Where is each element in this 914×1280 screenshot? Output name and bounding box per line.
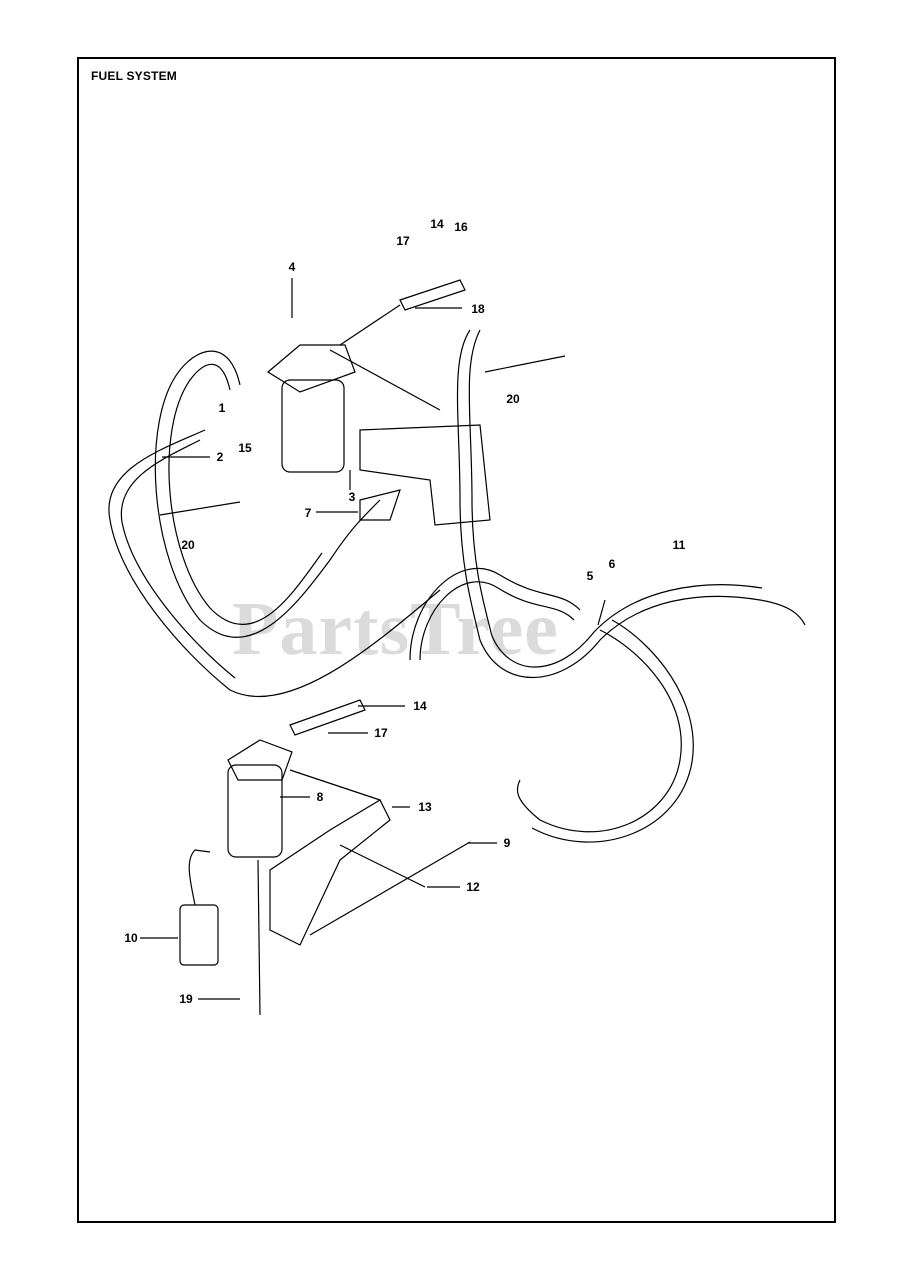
diagram-frame	[77, 57, 836, 1223]
callout-20-lower: 20	[181, 538, 195, 552]
callout-15: 15	[238, 441, 252, 455]
hose-2	[108, 429, 441, 697]
hose-11	[456, 329, 806, 679]
hose-5-inner	[531, 619, 694, 843]
callout-17-lower: 17	[374, 726, 388, 740]
callout-9: 9	[503, 836, 511, 850]
callout-14-lower: 14	[413, 699, 427, 713]
callout-16: 16	[454, 220, 468, 234]
bracket-lower-arm	[359, 489, 401, 521]
callout-5: 5	[586, 569, 594, 583]
drain-line	[257, 859, 261, 1016]
hose-loop	[409, 568, 581, 661]
callout-2: 2	[216, 450, 224, 464]
callout-11: 11	[672, 538, 686, 552]
bracket-bolt-line-3	[289, 769, 381, 801]
upper-filter-head	[266, 344, 356, 393]
connector-line-upper	[339, 304, 401, 346]
cable-tie-upper	[484, 355, 566, 373]
callout-3: 3	[348, 490, 356, 504]
callout-10: 10	[124, 931, 138, 945]
hose-loop-inner	[419, 581, 575, 661]
callout-8: 8	[316, 790, 324, 804]
hose-5	[516, 629, 682, 833]
bracket-lower	[269, 799, 391, 946]
callout-13: 13	[418, 800, 432, 814]
lower-fittings	[289, 699, 366, 736]
callout-17-upper: 17	[396, 234, 410, 248]
diagram-title: FUEL SYSTEM	[91, 69, 177, 83]
callout-20-upper: 20	[506, 392, 520, 406]
callout-14-upper: 14	[430, 217, 444, 231]
callout-19: 19	[179, 992, 193, 1006]
fittings-upper	[399, 279, 466, 311]
bracket-upper	[359, 424, 491, 526]
lower-filter-head	[227, 739, 293, 781]
hose-upper-left	[154, 350, 381, 638]
connector-line-upper-2	[329, 349, 441, 411]
callout-7: 7	[304, 506, 312, 520]
hose-11-inner	[468, 329, 763, 668]
cable-tie-lower	[159, 501, 241, 516]
callout-6: 6	[608, 557, 616, 571]
bracket-bolt-line-2	[309, 841, 471, 936]
callout-4: 4	[288, 260, 296, 274]
hose-upper-left-inner	[168, 363, 323, 625]
callout-18: 18	[471, 302, 485, 316]
callout-1: 1	[218, 401, 226, 415]
upper-filter-body	[281, 379, 345, 473]
fuel-pump-wire	[188, 849, 211, 906]
watermark: PartsTree	[232, 587, 559, 671]
fuel-pump-body	[179, 904, 219, 966]
bracket-bolt-line-1	[339, 844, 426, 888]
hose-2-inner	[120, 439, 236, 679]
lower-filter-body	[227, 764, 283, 858]
callout-12: 12	[466, 880, 480, 894]
